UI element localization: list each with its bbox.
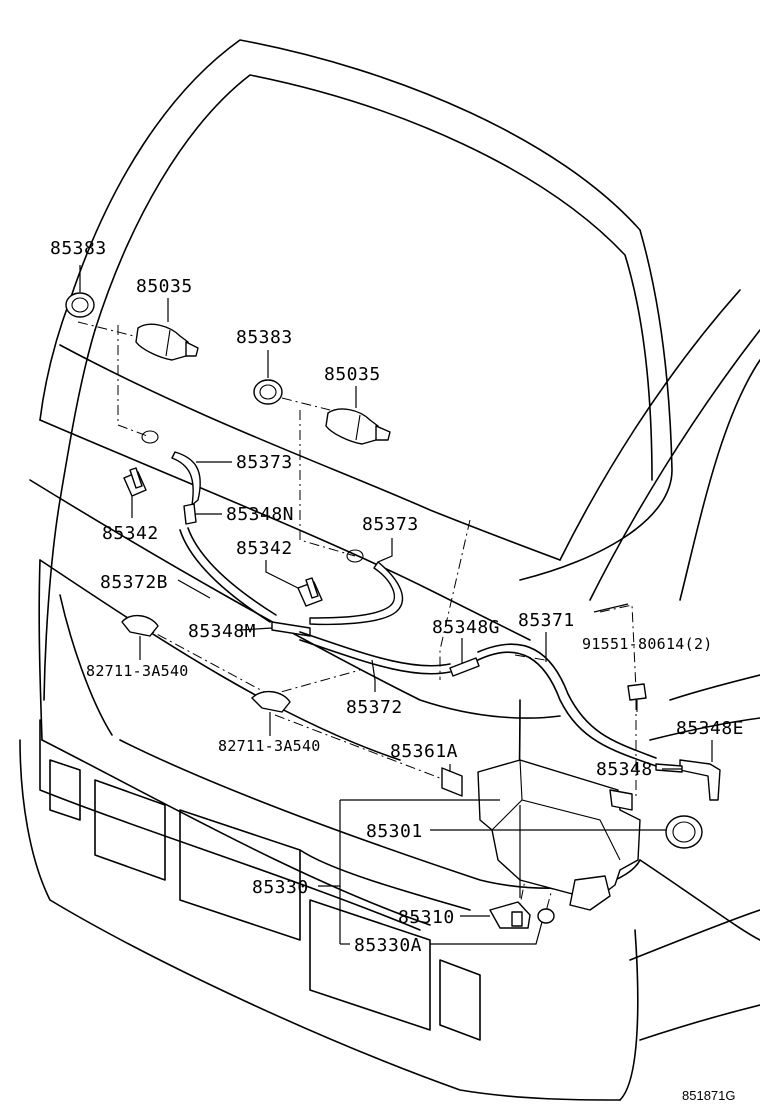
- bracket-85361A: [441, 767, 463, 797]
- hose-85373-left: [171, 451, 201, 506]
- hose-85373-right: [309, 561, 404, 626]
- label-91551-80614: 91551-80614(2): [582, 635, 713, 653]
- label-85348M: 85348M: [188, 621, 256, 642]
- tank-cap: [665, 815, 703, 849]
- label-85372: 85372: [346, 697, 403, 718]
- clamp-85342-left: [123, 467, 147, 497]
- hose-85371-inner: [477, 643, 657, 759]
- nozzle-hole-left: [141, 430, 159, 444]
- nozzle-85035-right: [325, 408, 391, 445]
- joint-85348E: [679, 759, 721, 801]
- label-85383-right: 85383: [236, 327, 293, 348]
- pad-82711-right: [251, 691, 291, 713]
- hose-85372B-inner: [187, 527, 277, 616]
- leader-lines: [79, 265, 713, 945]
- joint-85348: [655, 763, 683, 773]
- label-82711-3A540-left: 82711-3A540: [86, 662, 189, 680]
- label-85330: 85330: [252, 877, 309, 898]
- label-85371: 85371: [518, 610, 575, 631]
- label-85372B: 85372B: [100, 572, 168, 593]
- label-85342-right: 85342: [236, 538, 293, 559]
- label-85361A: 85361A: [390, 741, 458, 762]
- nozzle-85035-left: [135, 323, 199, 361]
- label-85342-left: 85342: [102, 523, 159, 544]
- joint-85348N: [183, 503, 197, 525]
- pump-85310: [489, 901, 531, 929]
- label-85310: 85310: [398, 907, 455, 928]
- clamp-85342-right: [297, 577, 323, 607]
- label-85035-right: 85035: [324, 364, 381, 385]
- label-85035-left: 85035: [136, 276, 193, 297]
- label-85373-right: 85373: [362, 514, 419, 535]
- vehicle-body-outline: [19, 39, 760, 1101]
- label-85348G: 85348G: [432, 617, 500, 638]
- bolt-91551: [627, 683, 647, 712]
- hose-85372-inner: [299, 631, 451, 667]
- pad-82711-left: [121, 615, 159, 637]
- grommet-85383-left: [65, 292, 95, 318]
- label-85383-left: 85383: [50, 238, 107, 259]
- label-85373-left: 85373: [236, 452, 293, 473]
- label-85348E: 85348E: [676, 718, 744, 739]
- washer-tank-85301: [477, 759, 641, 911]
- label-85301: 85301: [366, 821, 423, 842]
- diagram-reference-number: 851871G: [682, 1088, 736, 1103]
- label-82711-3A540-right: 82711-3A540: [218, 737, 321, 755]
- label-85348: 85348: [596, 759, 653, 780]
- label-85330A: 85330A: [354, 935, 422, 956]
- joint-85348G: [449, 657, 480, 677]
- grommet-85383-right: [253, 379, 283, 405]
- label-85348N: 85348N: [226, 504, 294, 525]
- part-labels: 85383 85035 85383 85035 85373 85348N 853…: [50, 238, 744, 1103]
- nozzle-hole-right: [346, 549, 364, 563]
- hose-85371: [477, 651, 657, 767]
- hose-85372: [299, 639, 451, 675]
- grommet-85330A: [537, 908, 555, 924]
- hose-85372B: [179, 529, 271, 623]
